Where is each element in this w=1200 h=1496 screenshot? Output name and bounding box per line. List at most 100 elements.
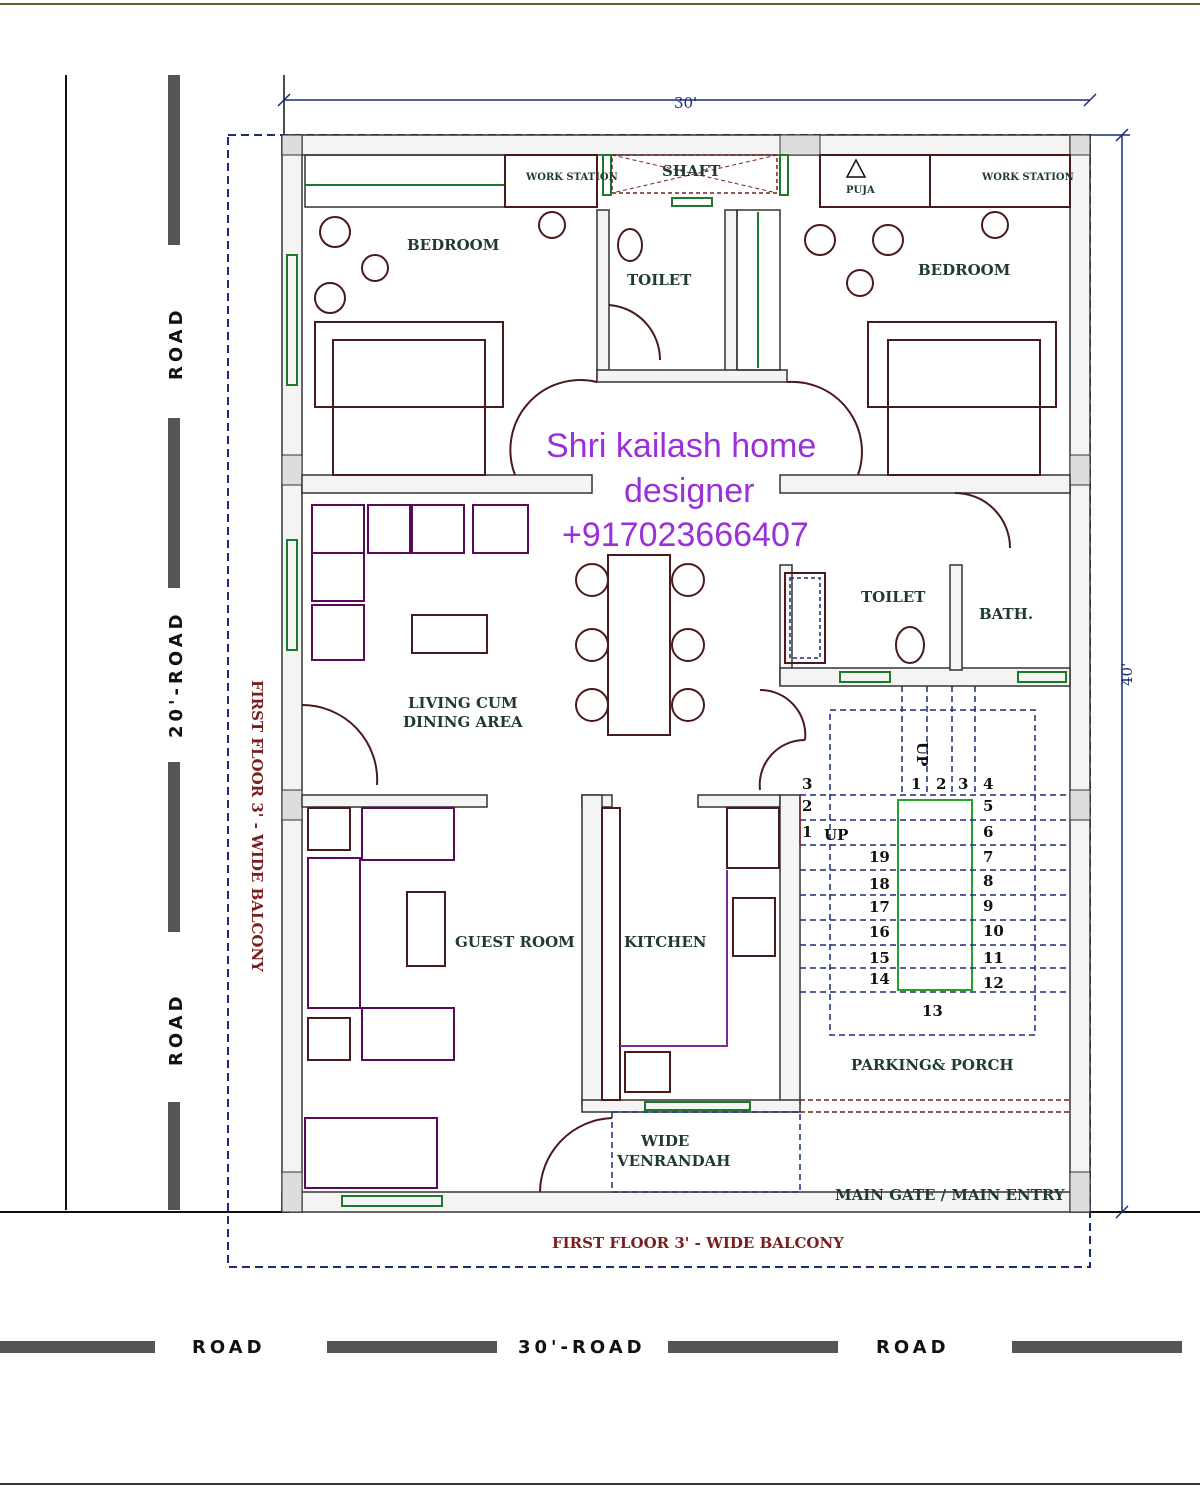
door-kitchen-side [758, 688, 807, 791]
svg-text:17: 17 [869, 898, 890, 916]
work-station-right-label: WORK STATION [981, 172, 1074, 183]
svg-text:10: 10 [983, 922, 1004, 940]
bedroom-right-label: BEDROOM [918, 261, 1010, 279]
road-label-bottom-right: ROAD [876, 1337, 950, 1358]
svg-text:4: 4 [983, 775, 993, 793]
side-table-right [846, 269, 874, 297]
svg-text:2: 2 [936, 775, 946, 793]
balcony-label-bottom: FIRST FLOOR 3' - WIDE BALCONY [552, 1234, 844, 1252]
bathtub [784, 572, 826, 664]
svg-text:6: 6 [983, 823, 993, 841]
verandah-label-line1: WIDE [640, 1132, 689, 1150]
kitchen-counter-left [601, 807, 621, 1101]
living-label-line2: DINING AREA [403, 713, 523, 731]
outer-walls [281, 134, 1091, 1213]
road-label-left-bottom: ROAD [166, 992, 187, 1066]
shaft [611, 154, 778, 194]
sofa-sectional [311, 504, 529, 661]
guest-bed-unit [304, 1117, 438, 1189]
bath-label: BATH. [979, 605, 1033, 623]
road-label-left-top: ROAD [166, 306, 187, 380]
bedroom-left-label: BEDROOM [407, 236, 499, 254]
watermark-line3: +917023666407 [562, 516, 809, 554]
svg-text:2: 2 [802, 797, 812, 815]
svg-text:3: 3 [958, 775, 968, 793]
svg-text:8: 8 [983, 872, 993, 890]
toilet-mid-label: TOILET [861, 588, 926, 606]
chair-left-3 [538, 211, 566, 239]
windows [286, 154, 1067, 1207]
work-station-right [929, 154, 1071, 208]
svg-text:9: 9 [983, 897, 993, 915]
svg-text:19: 19 [869, 848, 890, 866]
guest-sofa-set [307, 807, 455, 1061]
chair-left-2 [314, 282, 346, 314]
svg-text:3: 3 [802, 775, 812, 793]
road-dashes-bottom [0, 1341, 1182, 1353]
wc-mid-icon [895, 626, 925, 664]
bed-right [867, 321, 1057, 476]
road-label-bottom-mid: 30'-ROAD [518, 1337, 646, 1358]
parking-label: PARKING& PORCH [851, 1056, 1014, 1074]
bed-left [314, 321, 504, 476]
door-bath [954, 492, 1011, 549]
door-living-side [301, 703, 379, 786]
living-label-line1: LIVING CUM [408, 694, 518, 712]
road-label-left-mid: 20'-ROAD [166, 610, 187, 738]
puja-room [819, 154, 931, 208]
puja-label: PUJA [846, 185, 875, 196]
balcony-outline [227, 134, 1091, 1268]
svg-text:1: 1 [802, 823, 812, 841]
balcony-label-side: FIRST FLOOR 3' - WIDE BALCONY [248, 680, 266, 972]
work-station-left [504, 154, 598, 208]
verandah-label-line2: VENRANDAH [616, 1152, 730, 1170]
svg-text:11: 11 [983, 949, 1004, 967]
fridge [726, 807, 780, 869]
svg-text:7: 7 [983, 848, 993, 866]
depth-dimension: 40' [1118, 663, 1136, 686]
external-staircase [799, 686, 1070, 1036]
svg-text:13: 13 [922, 1002, 943, 1020]
door-toilet-top [608, 304, 662, 361]
svg-text:16: 16 [869, 923, 890, 941]
main-gate-label: MAIN GATE / MAIN ENTRY [835, 1186, 1065, 1204]
sink-icon [624, 1051, 671, 1093]
guest-coffee-table [406, 891, 446, 967]
kitchen-label: KITCHEN [624, 933, 707, 951]
wardrobe-left [304, 154, 506, 208]
kitchen-platform [620, 870, 728, 1047]
work-station-left-label: WORK STATION [525, 172, 618, 183]
svg-text:15: 15 [869, 949, 890, 967]
stair-up-label-left: UP [824, 826, 848, 844]
internal-staircase [736, 209, 781, 371]
watermark-line2: designer [624, 472, 754, 510]
svg-text:18: 18 [869, 875, 890, 893]
svg-text:12: 12 [983, 974, 1004, 992]
door-bedroom-left [509, 379, 598, 476]
side-table-left [361, 254, 389, 282]
chair-right-3 [981, 211, 1009, 239]
svg-text:5: 5 [983, 797, 993, 815]
width-dimension: 30' [674, 94, 697, 112]
chair-left-1 [319, 216, 351, 248]
shaft-label: SHAFT [662, 162, 721, 180]
door-bedroom-right [786, 380, 863, 476]
road-label-bottom-left: ROAD [192, 1337, 266, 1358]
verandah-outline [611, 1111, 801, 1193]
door-verandah [539, 1117, 613, 1193]
road-dashes-left [168, 75, 180, 1210]
chair-right-1 [804, 224, 836, 256]
svg-text:1: 1 [911, 775, 921, 793]
wc-top-icon [617, 228, 643, 262]
coffee-table [411, 614, 488, 654]
dining-table [607, 554, 671, 736]
stove-icon [732, 897, 776, 957]
toilet-top-label: TOILET [627, 271, 692, 289]
svg-text:14: 14 [869, 970, 890, 988]
watermark-line1: Shri kailash home [546, 427, 816, 465]
guest-room-label: GUEST ROOM [455, 933, 575, 951]
entry-step-numbers: 1 2 3 [802, 775, 812, 841]
step-numbers: 1 2 3 4 5 6 7 8 9 10 11 12 13 14 15 16 1… [869, 775, 1004, 1020]
dining-chairs [575, 563, 705, 722]
